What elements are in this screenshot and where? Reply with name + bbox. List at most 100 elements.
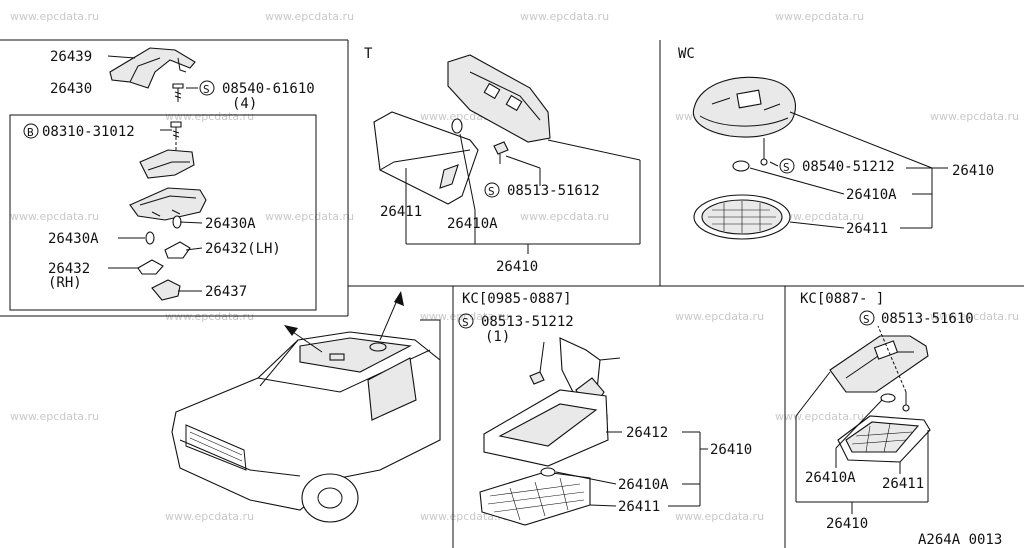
section-t: T S 08513-51612 26411 26410A 26410: [364, 46, 641, 275]
truck-bumper: [179, 439, 301, 477]
diagram-code: A264A 0013: [918, 532, 1002, 548]
left-lamp-group: 26439 26430 S 08540-61610 (4) B 08310-31…: [23, 47, 315, 301]
screw-symbol-icon: [458, 313, 474, 329]
part-26439-bracket: [109, 47, 196, 89]
leader-line: [539, 341, 545, 373]
bulb-icon: [145, 231, 155, 245]
callout-26432-rh: (RH): [48, 275, 82, 291]
callout-26411: 26411: [618, 499, 660, 515]
callout-26411: 26411: [882, 476, 924, 492]
watermark: www.epcdata.ru: [775, 10, 864, 23]
leader-line: [459, 133, 476, 211]
watermark: www.epcdata.ru: [675, 510, 764, 523]
part-26437: [151, 279, 181, 301]
watermark: www.epcdata.ru: [930, 310, 1019, 323]
leader-line: [505, 155, 541, 169]
plate-terminal: [505, 94, 523, 112]
screw-icon: [172, 83, 184, 102]
callout-26432: 26432: [48, 261, 90, 277]
leader-line: [835, 399, 883, 449]
watermark: www.epcdata.ru: [420, 310, 509, 323]
arrow-head-icon: [394, 291, 404, 306]
watermark: www.epcdata.ru: [265, 210, 354, 223]
watermark: www.epcdata.ru: [520, 210, 609, 223]
callout-qty: (4): [232, 96, 257, 112]
base-rim: [699, 115, 789, 127]
lens-edge: [379, 149, 471, 171]
callout-26411: 26411: [846, 221, 888, 237]
leader-line: [789, 111, 933, 169]
screw-icon: [902, 392, 910, 412]
watermark: www.epcdata.ru: [10, 210, 99, 223]
truck-illustration: [171, 291, 441, 523]
callout-26411: 26411: [380, 204, 422, 220]
watermark: www.epcdata.ru: [775, 210, 864, 223]
screw-symbol: S: [863, 313, 870, 326]
watermark: www.epcdata.ru: [520, 10, 609, 23]
lens-hatch: [487, 477, 585, 521]
section-label-t: T: [364, 46, 373, 62]
callout-26410a: 26410A: [805, 470, 856, 486]
bolt-symbol-icon: [23, 123, 39, 139]
callout-26410: 26410: [496, 259, 538, 275]
truck-wheel: [301, 473, 359, 523]
leader-line: [589, 504, 617, 507]
screw-symbol: S: [488, 185, 495, 198]
callout-26430a: 26430A: [205, 216, 256, 232]
kc2-lens-inner: [845, 421, 920, 453]
housing-detail: [151, 209, 181, 217]
truck-side-window: [367, 357, 417, 421]
watermark: www.epcdata.ru: [675, 310, 764, 323]
callout-26410: 26410: [826, 516, 868, 532]
section-label-wc: WC: [678, 46, 695, 62]
leader-line: [107, 55, 136, 59]
callout-08540-61610: 08540-61610: [222, 81, 315, 97]
watermark: www.epcdata.ru: [775, 410, 864, 423]
callout-26410a: 26410A: [846, 187, 897, 203]
leader-line: [749, 167, 845, 195]
truck-grille: [185, 424, 247, 471]
part-26430-housing: [129, 187, 207, 221]
callout-08540-51212: 08540-51212: [802, 159, 895, 175]
screw-symbol-icon: [859, 310, 875, 326]
part-26432-lens-rh: [137, 259, 164, 275]
screw-symbol: S: [783, 161, 790, 174]
watermark: www.epcdata.ru: [10, 10, 99, 23]
callout-08513-51612: 08513-51612: [507, 183, 600, 199]
screw-symbol-icon: [484, 182, 500, 198]
housing-detail: [139, 195, 197, 206]
callout-26432-lh: 26432(LH): [205, 241, 281, 257]
leader-line: [179, 221, 203, 224]
section-kc2: KC[0887- ] S 08513-51610: [795, 291, 974, 532]
arrow-line: [289, 329, 323, 353]
assembly-axis: [877, 325, 907, 393]
kc2-switch: [873, 340, 899, 360]
grille-hatch: [189, 431, 243, 462]
screw-icon: [529, 371, 545, 385]
leader-line: [185, 247, 203, 251]
socket-detail: [147, 161, 190, 171]
arrow-head-icon: [284, 325, 298, 336]
bulb-icon: [880, 393, 896, 403]
kc2-base-plate: [829, 335, 929, 393]
panel-borders: [0, 39, 1024, 548]
callout-08513-51212: 08513-51212: [481, 314, 574, 330]
watermark: www.epcdata.ru: [10, 410, 99, 423]
t-base-plate: [447, 54, 551, 143]
truck-pillar: [259, 339, 299, 387]
watermark: www.epcdata.ru: [265, 10, 354, 23]
callout-26439: 26439: [50, 49, 92, 65]
callout-26410a: 26410A: [447, 216, 498, 232]
callout-26412: 26412: [626, 425, 668, 441]
kc1-tray-inner: [498, 403, 598, 447]
screw-symbol-icon: [199, 80, 215, 96]
lens-hatch: [708, 201, 776, 233]
truck-roof-lamp: [369, 342, 387, 352]
bulb-icon: [732, 160, 750, 172]
watermark: www.epcdata.ru: [165, 110, 254, 123]
screw-icon: [760, 138, 768, 166]
callout-26430a: 26430A: [48, 231, 99, 247]
screw-icon: [170, 121, 182, 140]
bolt-symbol: B: [27, 126, 34, 139]
